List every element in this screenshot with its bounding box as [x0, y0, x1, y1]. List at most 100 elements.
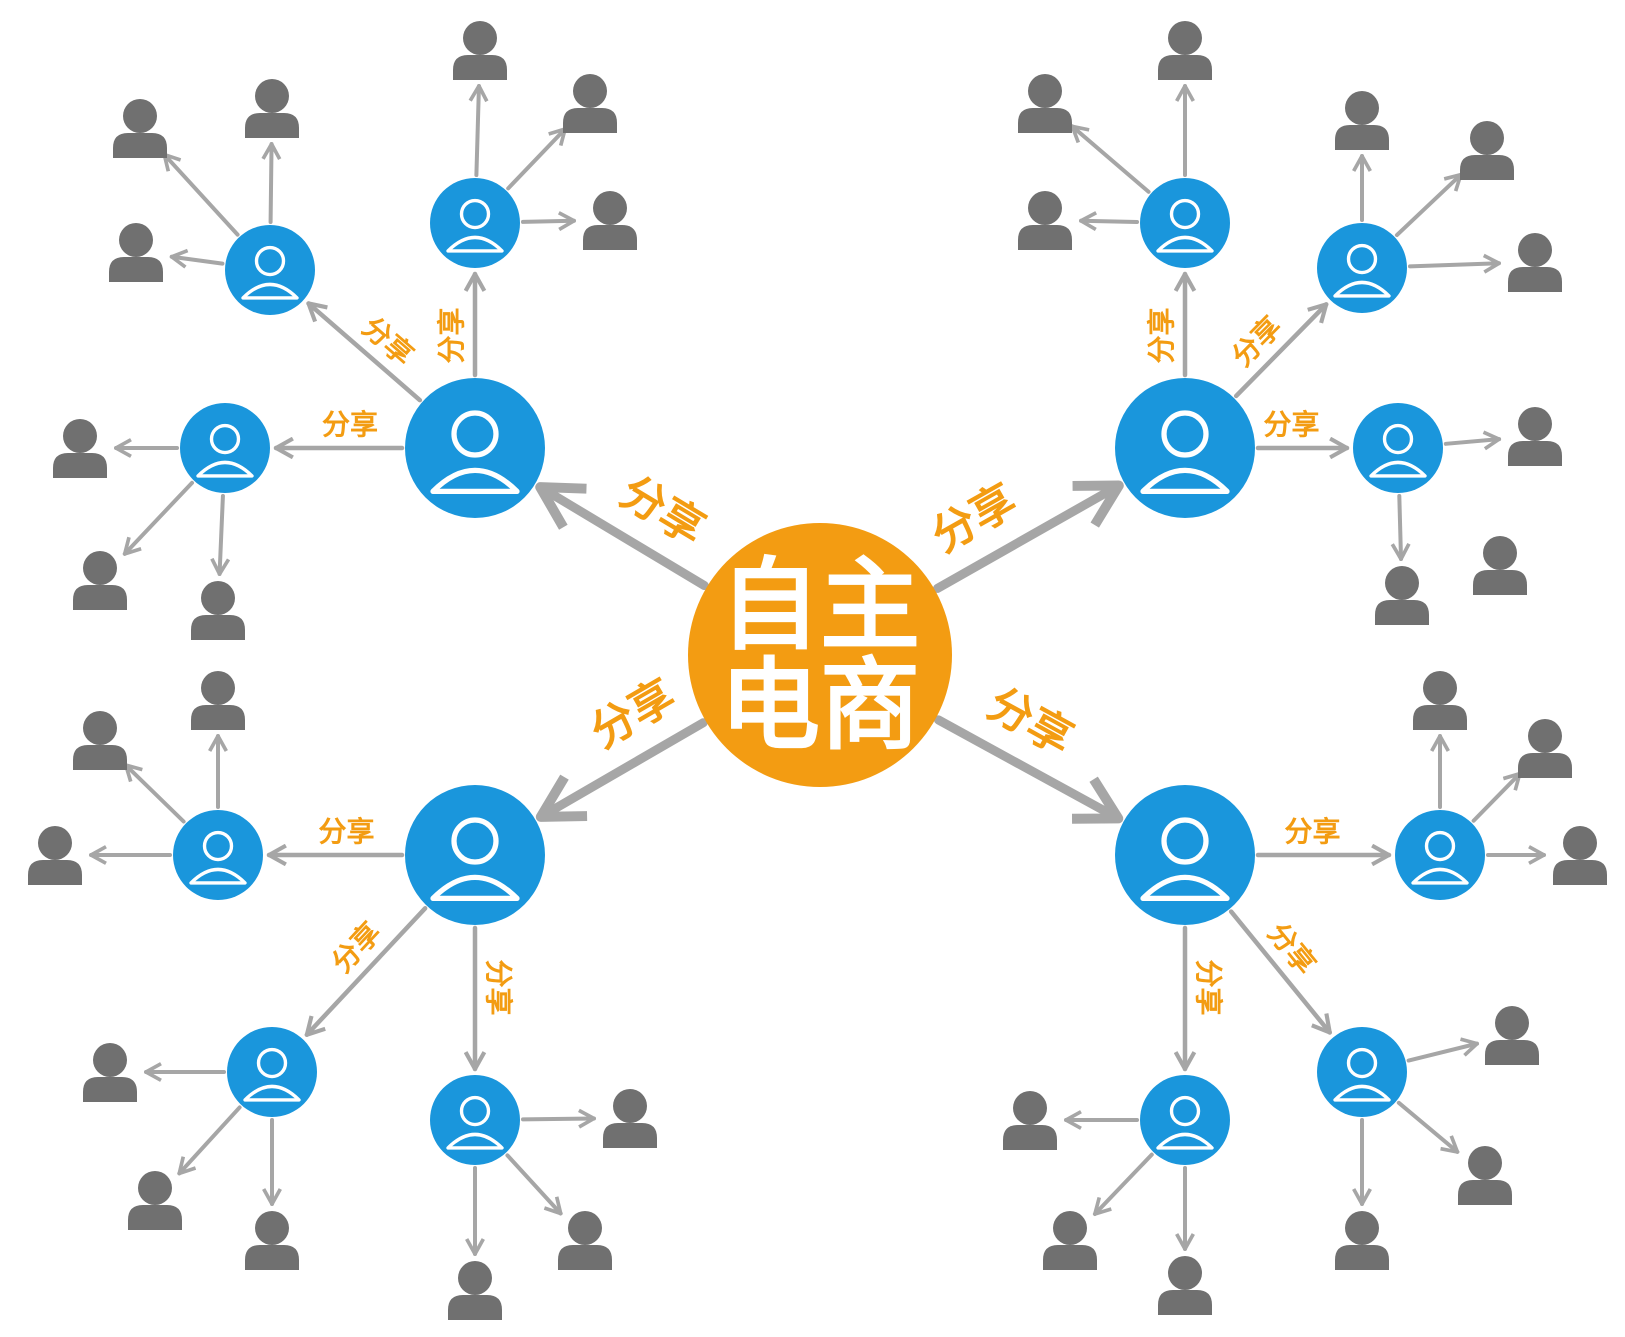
- user-hub-node: [405, 378, 545, 518]
- share-label: 分享: [1284, 815, 1340, 848]
- share-labels-layer: 分享分享分享分享分享分享分享分享分享分享分享分享分享分享分享分享: [318, 307, 1340, 1015]
- user-hub-node: [1317, 1027, 1407, 1117]
- arrow-subhub-to-person: [122, 480, 194, 556]
- person-icon: [28, 826, 82, 885]
- center-label-line1: 自主: [720, 547, 920, 664]
- share-label: 分享: [322, 408, 378, 441]
- share-label: 分享: [1192, 959, 1225, 1015]
- user-circle-icon: [241, 245, 299, 300]
- hub-circle: [430, 178, 520, 268]
- hub-circle: [1140, 1075, 1230, 1165]
- arrow-subhub-to-person: [169, 248, 225, 269]
- arrow-hub-to-subhub: [1233, 302, 1329, 399]
- arrows-layer: [89, 83, 1546, 1256]
- person-icon: [73, 711, 127, 770]
- user-hub-node: [430, 1075, 520, 1165]
- person-icon: [1375, 566, 1429, 625]
- user-circle-icon: [1411, 830, 1469, 885]
- person-icon: [1473, 536, 1527, 595]
- user-hub-node: [173, 810, 263, 900]
- person-icon: [1508, 407, 1562, 466]
- person-icon: [1018, 74, 1072, 133]
- hub-circle: [1395, 810, 1485, 900]
- person-icon: [558, 1211, 612, 1270]
- person-icon: [73, 551, 127, 610]
- hub-circle: [1115, 378, 1255, 518]
- person-icon: [245, 1211, 299, 1270]
- center-label-line2: 电商: [720, 647, 920, 764]
- share-label: 分享: [482, 959, 515, 1015]
- share-label: 分享: [356, 310, 420, 372]
- user-hub-node: [405, 785, 545, 925]
- arrow-hub-to-subhub: [306, 301, 423, 403]
- arrow-hub-to-subhub: [1228, 909, 1333, 1035]
- arrow-subhub-to-person: [1471, 771, 1522, 823]
- user-circle-icon: [1369, 423, 1427, 478]
- user-circle-icon: [1140, 817, 1230, 902]
- hub-circle: [227, 1027, 317, 1117]
- person-icon: [109, 223, 163, 282]
- arrow-subhub-to-person: [520, 211, 577, 232]
- arrow-subhub-to-person: [468, 83, 489, 178]
- person-icon: [563, 74, 617, 133]
- share-label: 分享: [325, 916, 387, 979]
- hub-circle: [1317, 223, 1407, 313]
- person-icon: [1508, 233, 1562, 292]
- arrow-subhub-to-person: [1390, 493, 1411, 562]
- person-icon: [1018, 191, 1072, 250]
- person-icon: [53, 419, 107, 478]
- center-circle: [688, 523, 952, 787]
- person-icon: [583, 191, 637, 250]
- person-icon: [83, 1043, 137, 1102]
- person-icon: [113, 99, 167, 158]
- user-circle-icon: [243, 1047, 301, 1102]
- user-hub-node: [180, 403, 270, 493]
- person-icon: [1335, 1211, 1389, 1270]
- share-label: 分享: [1263, 408, 1319, 441]
- arrow-center-to-hub: [932, 480, 1124, 593]
- arrow-subhub-to-person: [1394, 172, 1463, 238]
- person-icon: [1553, 826, 1607, 885]
- person-icon: [191, 581, 245, 640]
- arrow-subhub-to-person: [1070, 124, 1151, 194]
- user-circle-icon: [1333, 243, 1391, 298]
- share-label: 分享: [318, 815, 374, 848]
- person-icon: [128, 1171, 182, 1230]
- person-icon: [448, 1261, 502, 1320]
- user-circle-icon: [446, 1095, 504, 1150]
- arrow-subhub-to-person: [1443, 430, 1502, 451]
- arrow-subhub-to-person: [505, 1153, 563, 1216]
- hub-circle: [405, 378, 545, 518]
- arrow-subhub-to-person: [1078, 211, 1140, 232]
- hub-circle: [1115, 785, 1255, 925]
- hub-circle: [173, 810, 263, 900]
- person-icon: [1485, 1006, 1539, 1065]
- user-circle-icon: [1156, 1095, 1214, 1150]
- arrow-subhub-to-person: [162, 152, 240, 237]
- person-icon: [1158, 1256, 1212, 1315]
- user-hub-node: [1317, 223, 1407, 313]
- person-icon: [603, 1089, 657, 1148]
- user-hub-node: [227, 1027, 317, 1117]
- arrow-center-to-hub: [535, 482, 709, 591]
- arrow-subhub-to-person: [210, 493, 231, 577]
- hub-circle: [225, 225, 315, 315]
- user-hub-node: [1353, 403, 1443, 493]
- person-icon: [1043, 1211, 1097, 1270]
- hub-circle: [1353, 403, 1443, 493]
- user-hub-node: [430, 178, 520, 268]
- user-hub-node: [1140, 1075, 1230, 1165]
- user-hub-node: [1140, 178, 1230, 268]
- user-circle-icon: [189, 830, 247, 885]
- arrow-subhub-to-person: [1407, 253, 1502, 274]
- arrow-center-to-hub: [933, 715, 1124, 824]
- user-circle-icon: [196, 423, 254, 478]
- hub-circle: [1317, 1027, 1407, 1117]
- share-label: 分享: [435, 307, 468, 363]
- person-icon: [1518, 719, 1572, 778]
- hub-circle: [405, 785, 545, 925]
- nodes-layer: [28, 21, 1607, 1320]
- hub-circle: [430, 1075, 520, 1165]
- user-hub-node: [1115, 785, 1255, 925]
